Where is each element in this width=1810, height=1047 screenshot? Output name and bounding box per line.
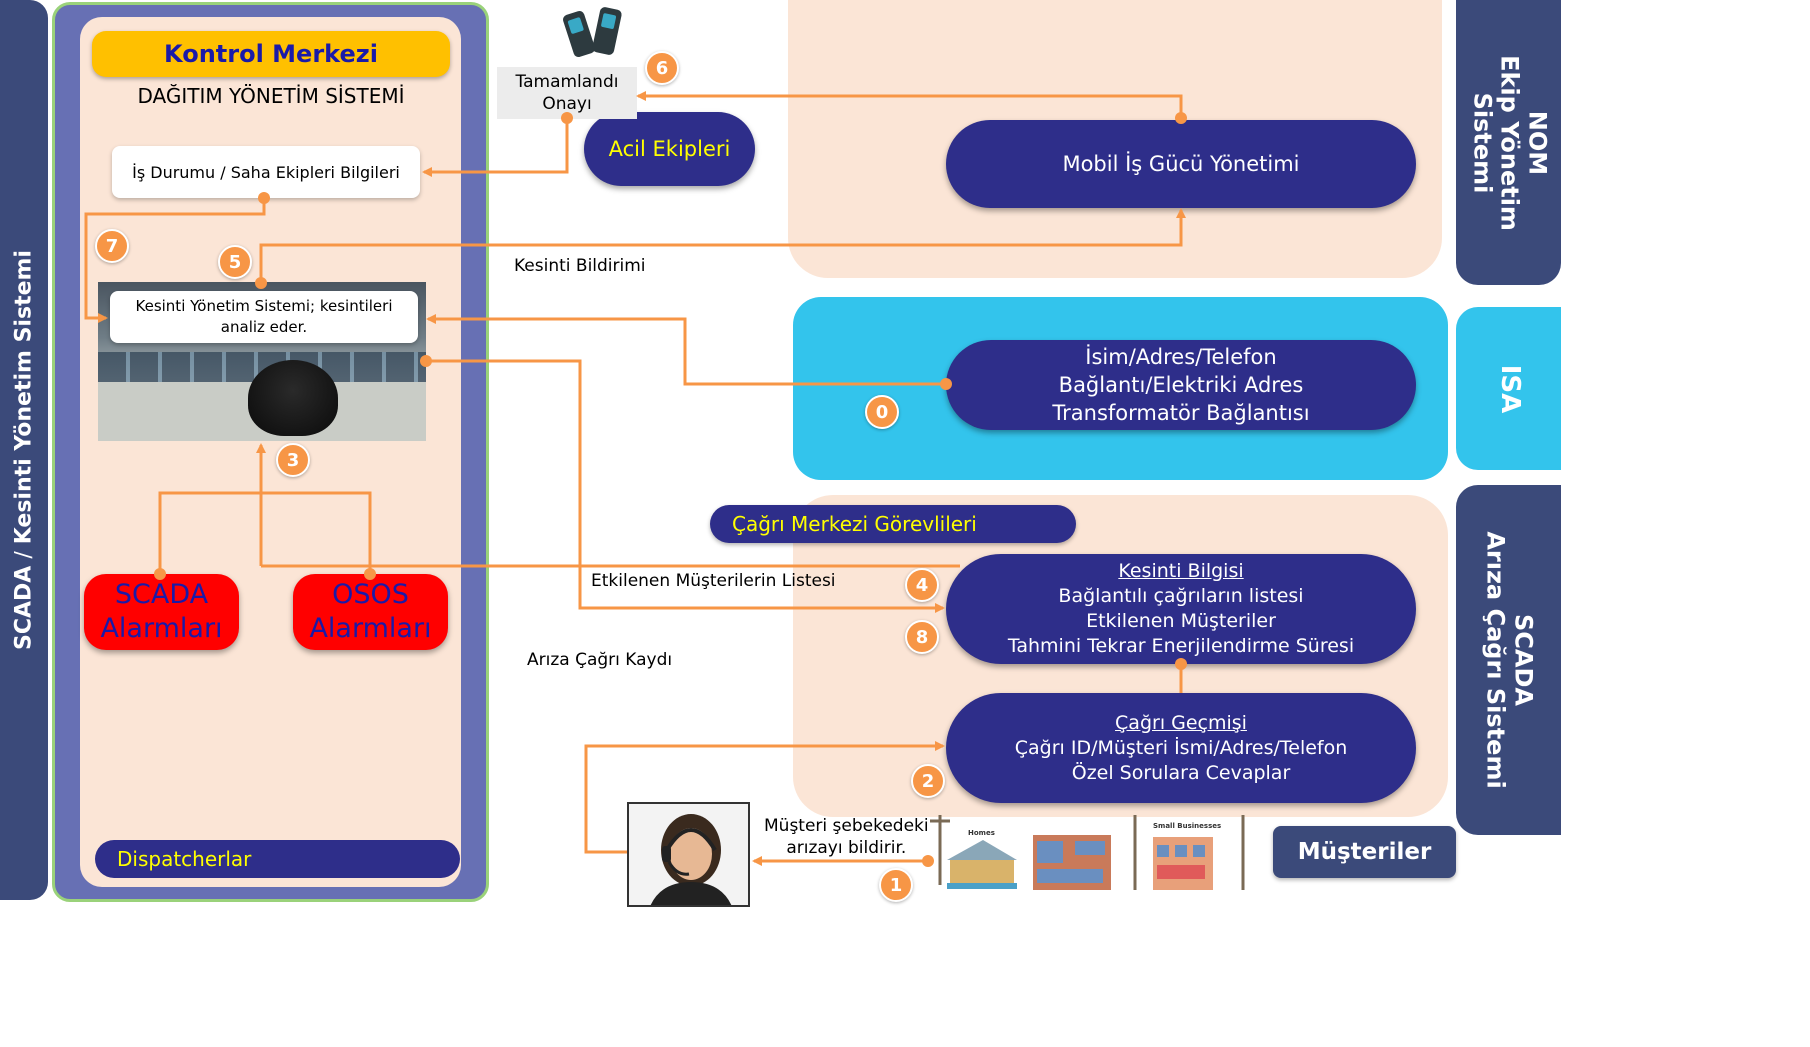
line-mobile-to-completion <box>636 91 1183 118</box>
step-badge-5: 5 <box>218 245 252 279</box>
step-badge-6: 6 <box>645 51 679 85</box>
call-center-staff-pill: Çağrı Merkezi Görevlileri <box>710 505 1076 543</box>
left-side-bar: SCADA / Kesinti Yönetim Sistemi <box>0 0 48 900</box>
homes-label: Homes <box>968 829 995 837</box>
mobile-workforce-pill: Mobil İş Gücü Yönetimi <box>946 120 1416 208</box>
step-badge-3: 3 <box>276 443 310 477</box>
line-oms-to-outage <box>426 359 945 613</box>
emergency-teams-pill: Acil Ekipleri <box>584 112 755 186</box>
affected-customers-label: Etkilenen Müşterilerin Listesi <box>591 571 836 591</box>
step-badge-1: 1 <box>879 868 913 902</box>
operator-head <box>248 360 338 436</box>
step-badge-4: 4 <box>905 568 939 602</box>
line-agent-to-history <box>584 741 945 854</box>
line-workstatus-to-oms <box>84 198 266 323</box>
line-oms-to-mobile <box>259 208 1186 283</box>
line-isa-to-oms <box>426 314 946 386</box>
line-alarms-to-oms <box>158 491 372 574</box>
oms-caption-box: Kesinti Yönetim Sistemi; kesintileri ana… <box>110 291 418 343</box>
customer-report-label: Müşteri şebekedeki arızayı bildirir. <box>764 816 929 858</box>
call-agent-image <box>627 802 750 907</box>
step-badge-7: 7 <box>95 229 129 263</box>
fault-call-record-label: Arıza Çağrı Kaydı <box>527 650 673 670</box>
control-center-subtitle: DAĞITIM YÖNETİM SİSTEMİ <box>137 84 405 108</box>
outage-info-pill: Kesinti Bilgisi Bağlantılı çağrıların li… <box>946 554 1416 664</box>
small-businesses-label: Small Businesses <box>1153 822 1222 830</box>
step-badge-0: 0 <box>865 395 899 429</box>
mobile-device-icon <box>562 6 628 62</box>
outage-notice-label: Kesinti Bildirimi <box>514 256 646 276</box>
isa-side-bar: ISA <box>1456 307 1561 470</box>
customers-label: Müşteriler <box>1273 826 1456 878</box>
step-badge-2: 2 <box>911 764 945 798</box>
call-history-pill: Çağrı Geçmişi Çağrı ID/Müşteri İsmi/Adre… <box>946 693 1416 803</box>
line-completion-to-workstatus <box>422 118 569 177</box>
dispatchers-pill: Dispatcherlar <box>95 840 460 878</box>
step-badge-8: 8 <box>905 620 939 654</box>
work-status-box: İş Durumu / Saha Ekipleri Bilgileri <box>112 146 420 198</box>
isa-info-pill: İsim/Adres/Telefon Bağlantı/Elektriki Ad… <box>946 340 1416 430</box>
customer-buildings-image <box>925 805 1255 895</box>
control-center-title: Kontrol Merkezi <box>92 31 450 77</box>
